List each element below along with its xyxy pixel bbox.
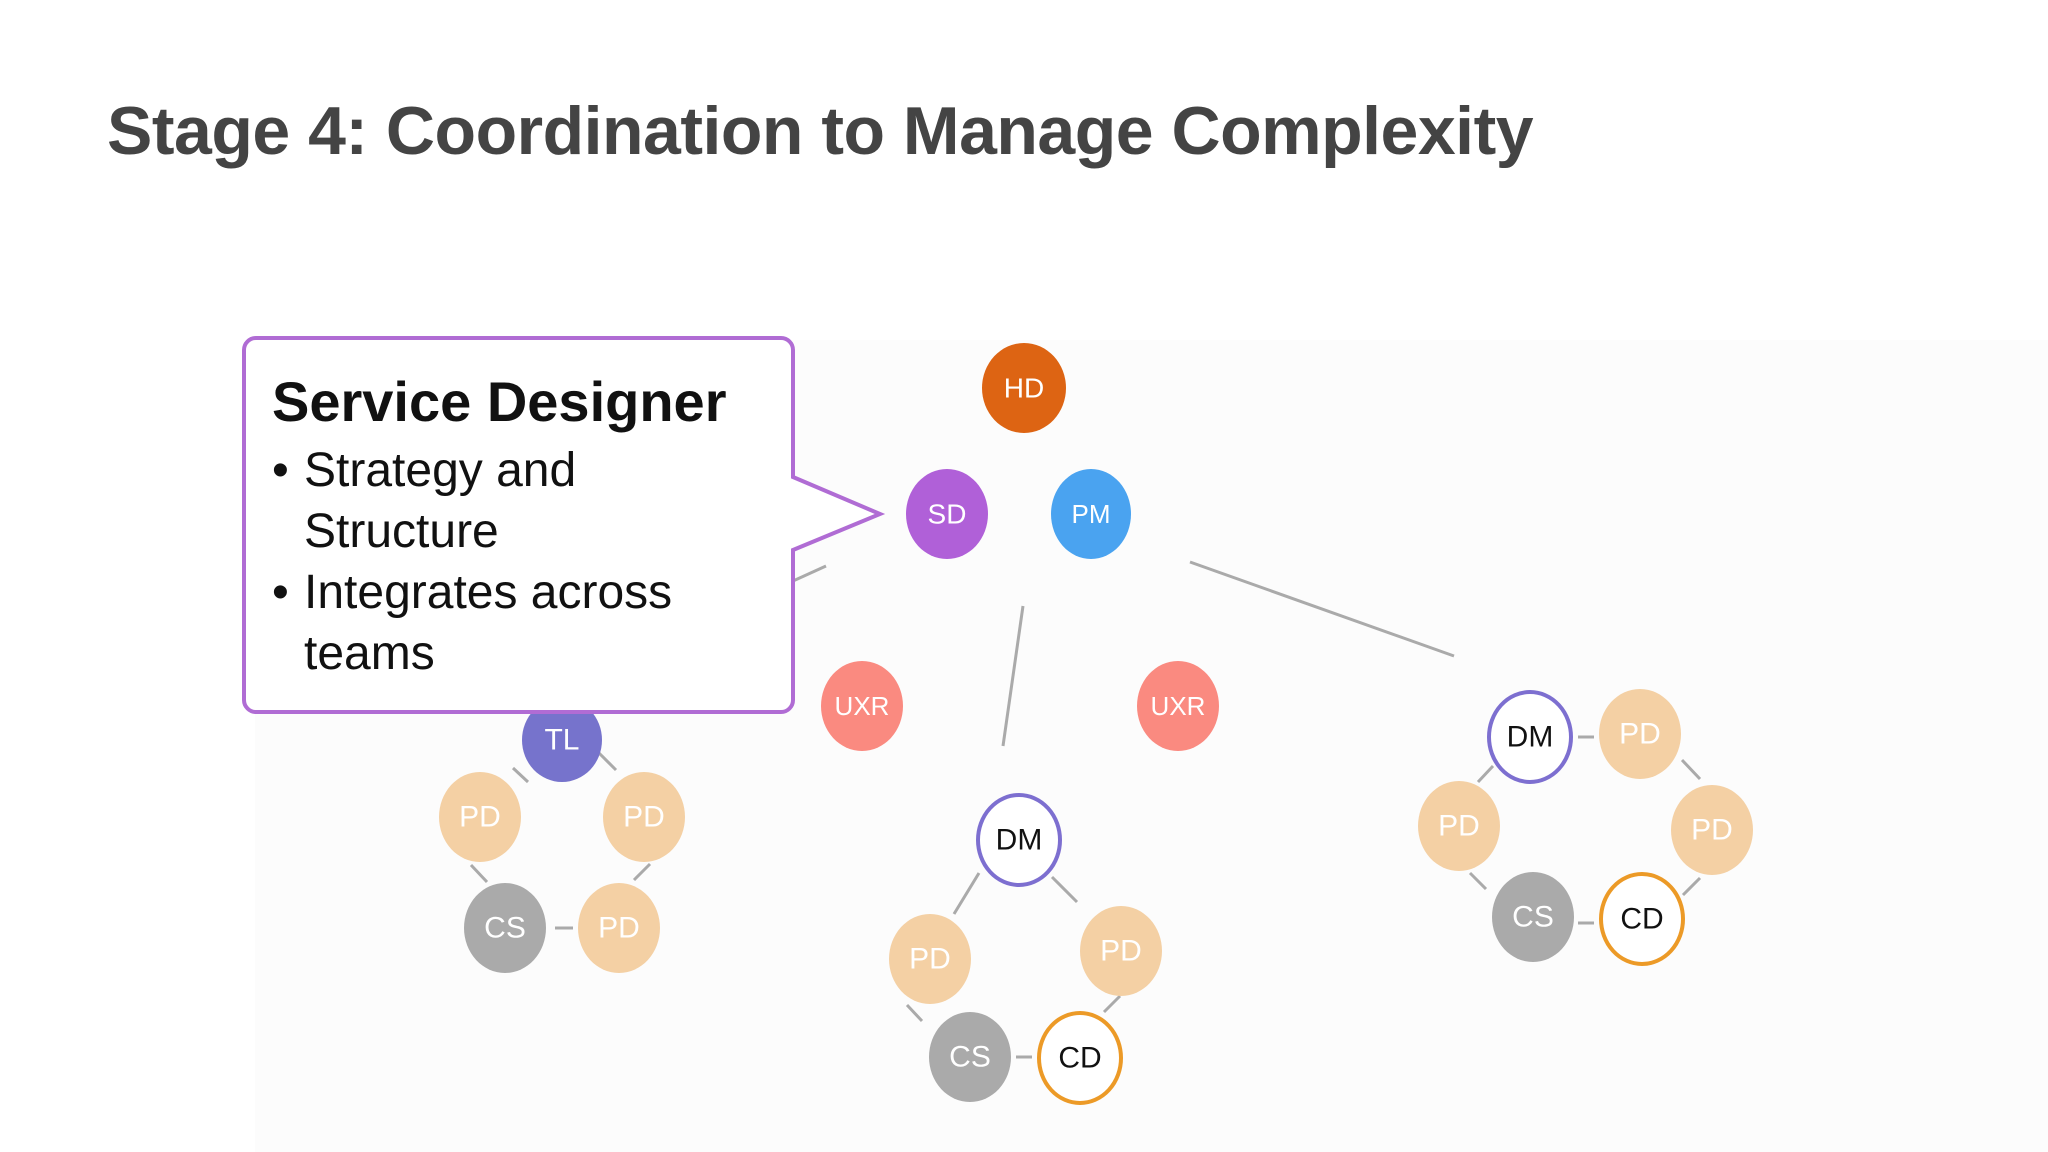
connector-line (1468, 871, 1488, 891)
pd-node-label: PD (459, 801, 501, 834)
connector-line (1681, 876, 1702, 897)
uxr-node-right: UXR (1137, 661, 1219, 751)
cd-node: CD (1037, 1011, 1123, 1105)
callout-bullets: • Strategy and Structure • Integrates acro… (272, 440, 772, 684)
bullet-dot-icon: • (272, 566, 289, 619)
pd-node-label: PD (1691, 814, 1733, 847)
connector-line (596, 750, 618, 772)
connector-line (1050, 875, 1079, 904)
callout-box (242, 336, 886, 714)
cd-node-label: CD (1620, 903, 1663, 936)
pd-node-label: PD (1619, 718, 1661, 751)
uxr-node-left-label: UXR (835, 691, 890, 721)
pd-node-label: PD (1438, 810, 1480, 843)
cd-node: CD (1599, 872, 1685, 966)
role-nodes: HD SD PM UXR UXR TL PD PD CS PD DM PD PD CS CD DM PD PD PD… (439, 343, 1753, 1105)
dm-node-label: DM (996, 824, 1043, 857)
pd-node-label: PD (598, 912, 640, 945)
pd-node-label: PD (909, 943, 951, 976)
connector-line (952, 872, 981, 915)
tl-node-label: TL (544, 724, 579, 757)
dm-node: DM (976, 793, 1062, 887)
hd-node-label: HD (1004, 373, 1044, 404)
callout: Service Designer • Strategy and Structure… (272, 370, 772, 684)
sd-node: SD (906, 469, 988, 559)
pd-node-label: PD (1100, 935, 1142, 968)
pd-node: PD (578, 883, 660, 973)
cs-node-label: CS (1512, 901, 1554, 934)
connector-line (469, 863, 489, 884)
pd-node: PD (889, 914, 971, 1004)
connector-line (511, 766, 530, 784)
cs-node: CS (464, 883, 546, 973)
callout-bullet-item: • Strategy and Structure (272, 440, 772, 562)
cs-node: CS (1492, 872, 1574, 962)
pd-node: PD (603, 772, 685, 862)
connector-line (905, 1003, 924, 1023)
pd-node: PD (1671, 785, 1753, 875)
cs-node-label: CS (484, 912, 526, 945)
hd-node: HD (982, 343, 1066, 433)
callout-heading: Service Designer (272, 370, 727, 433)
connector-line (792, 564, 827, 583)
uxr-node-right-label: UXR (1151, 691, 1206, 721)
cs-node: CS (929, 1012, 1011, 1102)
slide-title: Stage 4: Coordination to Manage Complexi… (107, 93, 1534, 169)
dm-node: DM (1487, 690, 1573, 784)
cd-node-label: CD (1058, 1042, 1101, 1075)
sd-node-label: SD (928, 499, 967, 530)
pd-node: PD (439, 772, 521, 862)
connector-line (1476, 764, 1495, 784)
connector-line (1189, 560, 1455, 658)
pm-node-label: PM (1072, 499, 1111, 529)
dm-node-label: DM (1507, 721, 1554, 754)
uxr-node-left: UXR (821, 661, 903, 751)
pd-node: PD (1418, 781, 1500, 871)
pd-node: PD (1080, 906, 1162, 996)
pm-node: PM (1051, 469, 1131, 559)
connector-line (1001, 605, 1025, 747)
connector-line (632, 862, 652, 882)
pd-node: PD (1599, 689, 1681, 779)
callout-bullet-item: • Integrates across teams (272, 562, 772, 684)
callout-bullet-text: Integrates across teams (304, 566, 673, 680)
connector-line (1102, 994, 1122, 1014)
bullet-dot-icon: • (272, 444, 289, 497)
cs-node-label: CS (949, 1041, 991, 1074)
pd-node-label: PD (623, 801, 665, 834)
connector-line (1680, 758, 1702, 781)
connector-lines (469, 560, 1702, 1059)
callout-bullet-text: Strategy and Structure (304, 444, 577, 558)
tl-node: TL (522, 698, 602, 782)
